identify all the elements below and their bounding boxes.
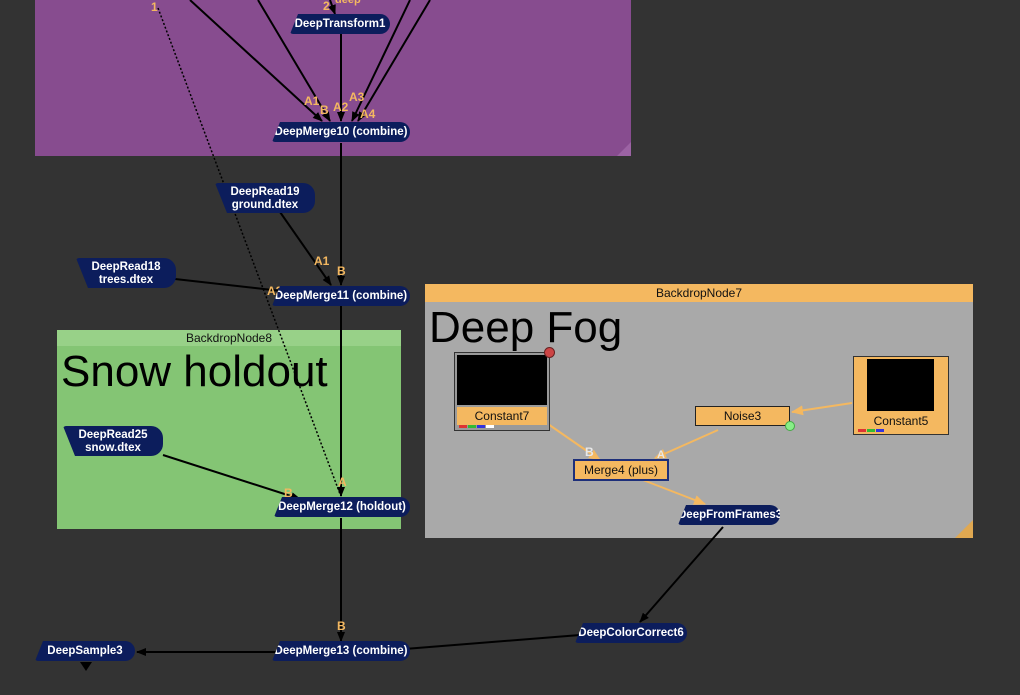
node-thumbnail bbox=[457, 355, 547, 405]
node-deep-merge13[interactable]: DeepMerge13 (combine) bbox=[272, 641, 410, 661]
node-label: DeepRead25 bbox=[78, 429, 148, 441]
input-label: B bbox=[284, 486, 293, 500]
channel-indicator bbox=[876, 429, 884, 432]
input-label: deep bbox=[335, 0, 361, 6]
backdrop-title: BackdropNode7 bbox=[425, 284, 973, 302]
node-deep-read19[interactable]: DeepRead19 ground.dtex bbox=[215, 183, 315, 213]
pipe bbox=[654, 429, 719, 459]
pipe bbox=[174, 278, 291, 295]
error-badge-icon bbox=[544, 347, 555, 358]
backdrop-title: BackdropNode8 bbox=[57, 330, 401, 346]
node-file: trees.dtex bbox=[98, 274, 154, 286]
pipe bbox=[547, 423, 601, 461]
input-label: 2 bbox=[323, 0, 330, 13]
mask-input-icon bbox=[785, 421, 795, 431]
pipe bbox=[351, 0, 411, 122]
input-label: B bbox=[585, 445, 594, 459]
input-label: A1 bbox=[304, 94, 320, 108]
pipe bbox=[357, 0, 431, 122]
channel-indicator bbox=[858, 429, 866, 432]
input-label: A bbox=[657, 449, 665, 461]
input-label: A bbox=[338, 475, 347, 489]
pipe bbox=[279, 211, 332, 286]
input-label: A3 bbox=[349, 90, 365, 104]
node-file: snow.dtex bbox=[85, 442, 141, 454]
pipe bbox=[257, 0, 331, 122]
channel-indicator bbox=[468, 425, 476, 428]
node-deep-merge12[interactable]: DeepMerge12 (holdout) bbox=[274, 497, 410, 517]
pipe bbox=[791, 402, 853, 416]
node-label: Constant5 bbox=[856, 413, 946, 429]
node-deep-merge11[interactable]: DeepMerge11 (combine) bbox=[272, 286, 410, 306]
backdrop-label: Snow holdout bbox=[61, 347, 328, 396]
pipe bbox=[639, 526, 724, 623]
backdrop-label: Deep Fog bbox=[429, 303, 623, 352]
channel-indicator bbox=[459, 425, 467, 428]
node-label: DeepRead18 bbox=[91, 261, 161, 273]
input-label: B bbox=[337, 619, 346, 633]
node-label: Constant7 bbox=[457, 407, 547, 425]
node-constant5[interactable]: Constant5 bbox=[853, 356, 949, 435]
pipe bbox=[162, 454, 301, 501]
node-deep-color-correct[interactable]: DeepColorCorrect6 bbox=[575, 623, 687, 643]
node-deep-transform[interactable]: DeepTransform1 bbox=[290, 14, 390, 34]
node-thumbnail bbox=[867, 359, 934, 411]
node-merge4[interactable]: Merge4 (plus) bbox=[573, 459, 669, 481]
pipe bbox=[328, 0, 336, 15]
pipe-mask bbox=[157, 7, 341, 495]
node-deep-read18[interactable]: DeepRead18 trees.dtex bbox=[76, 258, 176, 288]
pipe bbox=[391, 634, 581, 654]
channel-indicator bbox=[486, 425, 494, 428]
node-deep-sample[interactable]: DeepSample3 bbox=[35, 641, 135, 661]
input-label: A1 bbox=[314, 254, 330, 268]
channel-indicator bbox=[867, 429, 875, 432]
node-noise3[interactable]: Noise3 bbox=[695, 406, 790, 426]
node-deep-from-frames[interactable]: DeepFromFrames3 bbox=[678, 505, 780, 525]
node-label: DeepRead19 bbox=[230, 186, 300, 198]
node-deep-read25[interactable]: DeepRead25 snow.dtex bbox=[63, 426, 163, 456]
node-deep-merge10[interactable]: DeepMerge10 (combine) bbox=[272, 122, 410, 142]
input-label: B bbox=[337, 264, 346, 278]
backdrop-resize-handle[interactable] bbox=[617, 142, 631, 156]
pipe bbox=[642, 479, 706, 505]
channel-indicator bbox=[477, 425, 485, 428]
input-label: B bbox=[320, 103, 329, 117]
input-label: 1 bbox=[151, 0, 158, 14]
input-label: A4 bbox=[360, 107, 376, 121]
input-label: A2 bbox=[333, 100, 349, 114]
pipe bbox=[189, 0, 323, 122]
node-file: ground.dtex bbox=[231, 199, 299, 211]
node-constant7[interactable]: Constant7 bbox=[454, 352, 550, 431]
backdrop-resize-handle[interactable] bbox=[955, 520, 973, 538]
